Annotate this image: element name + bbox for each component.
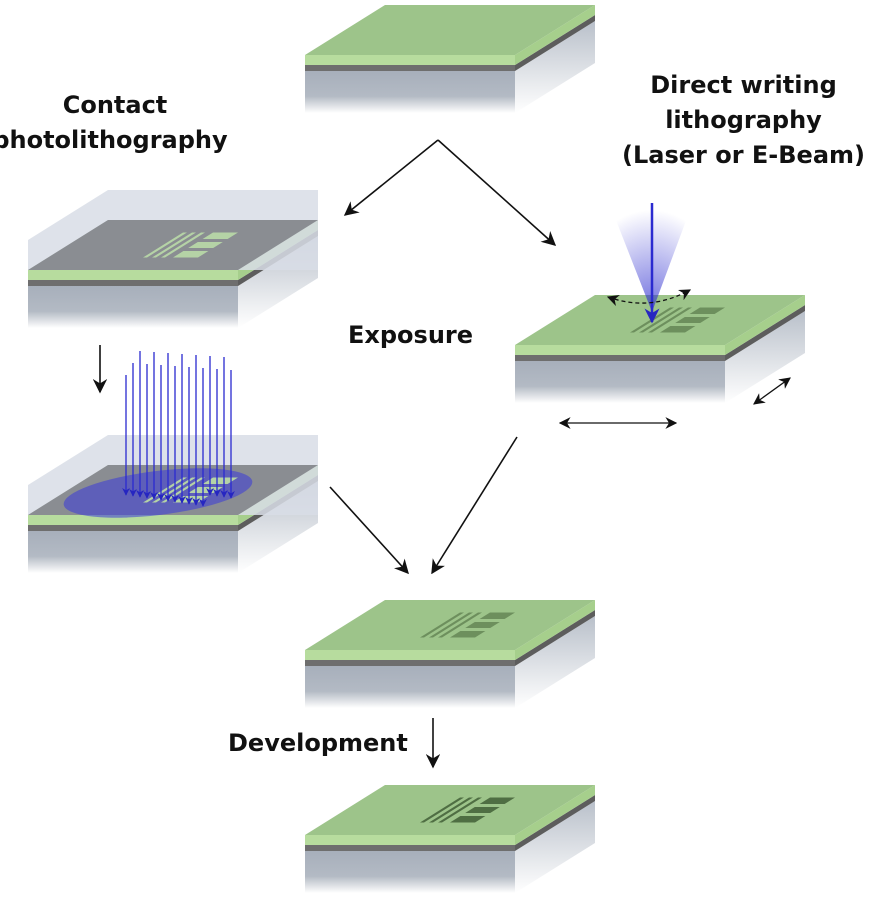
pattern-line <box>639 307 683 333</box>
resist-front <box>305 55 515 65</box>
substrate-front <box>305 851 515 893</box>
mask-opening-line <box>143 232 187 258</box>
scan-y-arrow <box>753 377 791 405</box>
metal-layer-side <box>515 795 595 851</box>
resist-top <box>305 5 595 55</box>
label-line: Contact <box>62 91 168 119</box>
metal-layer-front <box>305 660 515 666</box>
direct-writing-label: Direct writing lithography (Laser or E-B… <box>610 68 877 173</box>
mask-opening-pad <box>202 232 238 239</box>
metal-layer-side <box>515 15 595 71</box>
mask-opening-line <box>152 232 196 258</box>
label-line: photolithography <box>0 126 228 154</box>
metal-layer-front <box>28 525 238 531</box>
resist-side <box>725 295 805 355</box>
metal-layer-side <box>725 305 805 361</box>
block-contact-mask <box>28 190 318 328</box>
resist-front <box>305 650 515 660</box>
arrow-to-contact <box>343 139 439 216</box>
development-label: Development <box>228 729 408 757</box>
block-contact-exposure <box>28 435 318 573</box>
block-direct-writing <box>515 295 805 403</box>
pattern-pad <box>450 816 486 823</box>
mask-opening-pad <box>188 242 223 248</box>
block-exposed <box>305 600 595 708</box>
block-developed <box>305 785 595 893</box>
pattern-line <box>429 612 473 638</box>
pattern-pad <box>479 612 515 619</box>
arrow-direct-to-result <box>431 436 518 575</box>
pattern-line <box>420 612 464 638</box>
substrate-front <box>305 71 515 113</box>
mask-opening-pad <box>173 251 209 258</box>
resist-front <box>28 270 238 280</box>
metal-layer-front <box>305 845 515 851</box>
pattern-line <box>429 797 473 823</box>
beam-deflection-arrow <box>606 289 692 307</box>
resist-side <box>515 785 595 845</box>
mask-opening-pad <box>202 477 238 484</box>
label-line: Direct writing <box>650 71 837 99</box>
resist-front <box>28 515 238 525</box>
pattern-line <box>438 797 482 823</box>
mask-opening-line <box>161 232 205 258</box>
pattern-line <box>648 307 692 333</box>
metal-layer-side <box>515 610 595 666</box>
pattern-pad <box>660 326 696 333</box>
substrate-front <box>515 361 725 403</box>
substrate-front <box>305 666 515 708</box>
pattern-line <box>438 612 482 638</box>
metal-layer-front <box>305 65 515 71</box>
resist-front <box>305 835 515 845</box>
substrate-side <box>515 801 595 893</box>
block-initial <box>305 5 595 113</box>
exposure-label: Exposure <box>348 321 474 349</box>
pattern-line <box>420 797 464 823</box>
pattern-pad <box>675 317 710 323</box>
pattern-pad <box>465 622 500 628</box>
contact-photolithography-label: Contact photolithography <box>0 88 230 158</box>
pattern-pad <box>689 307 725 314</box>
arrow-contact-to-result <box>329 486 409 575</box>
process-arrows <box>92 139 791 769</box>
substrate-front <box>28 286 238 328</box>
substrate-side <box>515 21 595 113</box>
pattern-pad <box>479 797 515 804</box>
arrow-to-direct <box>437 139 557 246</box>
label-line: lithography <box>665 106 822 134</box>
resist-side <box>515 600 595 660</box>
pattern-pad <box>450 631 486 638</box>
substrate-front <box>28 531 238 573</box>
resist-side <box>515 5 595 65</box>
metal-layer-front <box>515 355 725 361</box>
metal-layer-front <box>28 280 238 286</box>
substrate-side <box>725 311 805 403</box>
pattern-pad <box>465 807 500 813</box>
resist-front <box>515 345 725 355</box>
substrate-side <box>515 616 595 708</box>
label-line: (Laser or E-Beam) <box>622 141 865 169</box>
